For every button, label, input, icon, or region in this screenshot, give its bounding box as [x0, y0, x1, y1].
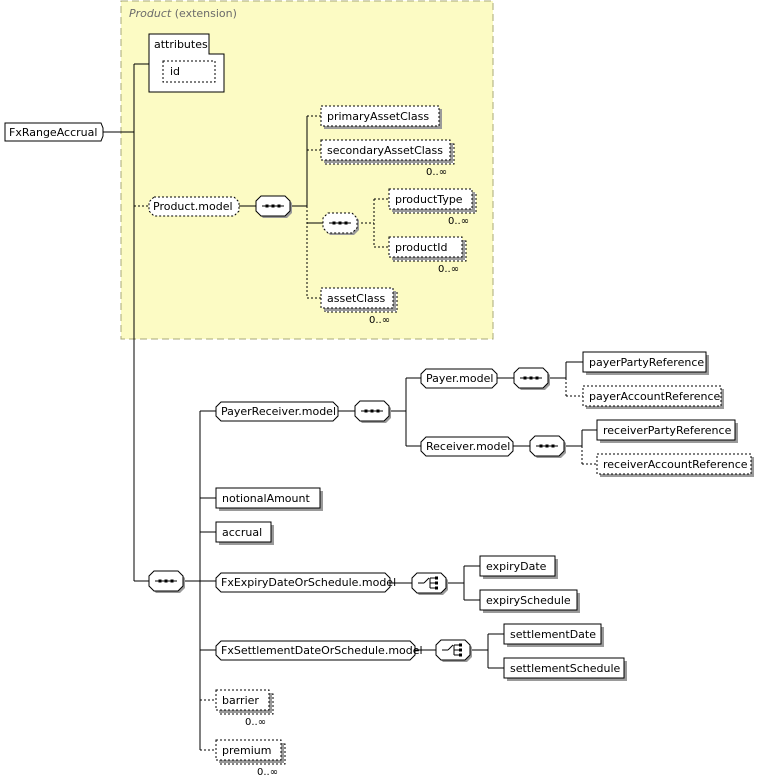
element-secondaryAssetClass[interactable]: secondaryAssetClass 0..∞: [320, 139, 455, 178]
element-accrual[interactable]: accrual: [215, 521, 274, 545]
root-label: FxRangeAccrual: [9, 126, 97, 139]
attribute-id-box: [162, 60, 216, 83]
sequence-receiver: [529, 435, 566, 458]
cardinality-secondaryAssetClass: 0..∞: [426, 167, 447, 178]
model-group-receiverModel[interactable]: Receiver.model: [420, 436, 514, 457]
element-label-settlementSchedule: settlementSchedule: [510, 662, 620, 675]
element-label-productId: productId: [395, 241, 448, 254]
model-group-payerModel[interactable]: Payer.model: [420, 368, 498, 389]
root-element[interactable]: FxRangeAccrual: [4, 122, 104, 142]
element-assetClass[interactable]: assetClass 0..∞: [320, 287, 398, 326]
model-label-fxExpiryModel: FxExpiryDateOrSchedule.model: [221, 576, 396, 589]
choice-expiry: [411, 572, 448, 595]
element-expiryDate[interactable]: expiryDate: [479, 555, 558, 579]
cardinality-assetClass: 0..∞: [369, 315, 390, 326]
element-label-receiverAccountReference: receiverAccountReference: [603, 458, 748, 471]
cardinality-premium: 0..∞: [257, 767, 278, 778]
model-group-payerReceiverModel[interactable]: PayerReceiver.model: [215, 401, 339, 422]
product-model-label: Product.model: [153, 200, 233, 213]
element-primaryAssetClass[interactable]: primaryAssetClass: [320, 105, 442, 129]
element-premium[interactable]: premium 0..∞: [215, 739, 286, 778]
element-label-accrual: accrual: [222, 526, 262, 539]
element-label-expiryDate: expiryDate: [486, 560, 547, 573]
element-receiverPartyReference[interactable]: receiverPartyReference: [596, 419, 738, 443]
sequence-payer-receiver: [354, 400, 391, 423]
element-label-payerPartyReference: payerPartyReference: [589, 356, 704, 369]
element-settlementSchedule[interactable]: settlementSchedule: [503, 657, 627, 681]
element-payerPartyReference[interactable]: payerPartyReference: [582, 351, 709, 375]
element-settlementDate[interactable]: settlementDate: [503, 623, 604, 647]
model-label-receiverModel: Receiver.model: [426, 440, 510, 453]
element-label-primaryAssetClass: primaryAssetClass: [327, 110, 429, 123]
model-label-payerModel: Payer.model: [426, 372, 493, 385]
element-label-barrier: barrier: [222, 694, 259, 707]
svg-text:Product (extension): Product (extension): [129, 7, 237, 20]
cardinality-productId: 0..∞: [438, 264, 459, 275]
extension-base-type: Product: [129, 7, 172, 20]
element-notionalAmount[interactable]: notionalAmount: [215, 487, 323, 511]
sequence-main: [148, 570, 185, 593]
element-receiverAccountReference[interactable]: receiverAccountReference: [596, 453, 754, 477]
model-group-fxSettlementModel[interactable]: FxSettlementDateOrSchedule.model: [215, 640, 423, 661]
element-label-premium: premium: [222, 744, 272, 757]
model-label-payerReceiverModel: PayerReceiver.model: [221, 405, 336, 418]
attributes-group: attributes id: [148, 33, 225, 93]
cardinality-productType: 0..∞: [448, 216, 469, 227]
sequence-payer: [513, 367, 550, 390]
element-productType[interactable]: productType 0..∞: [388, 188, 477, 227]
attributes-title: attributes: [154, 38, 208, 51]
element-label-assetClass: assetClass: [327, 292, 385, 305]
sequence-product-model: [255, 195, 292, 218]
model-label-fxSettlementModel: FxSettlementDateOrSchedule.model: [221, 644, 423, 657]
element-barrier[interactable]: barrier 0..∞: [215, 689, 274, 728]
element-label-notionalAmount: notionalAmount: [222, 492, 310, 505]
element-label-payerAccountReference: payerAccountReference: [589, 390, 721, 403]
element-expirySchedule[interactable]: expirySchedule: [479, 589, 580, 613]
element-productId[interactable]: productId 0..∞: [388, 236, 467, 275]
choice-settlement: [435, 639, 472, 662]
model-group-fxExpiryModel[interactable]: FxExpiryDateOrSchedule.model: [215, 572, 396, 593]
cardinality-barrier: 0..∞: [245, 717, 266, 728]
product-model-group[interactable]: Product.model: [148, 196, 240, 217]
element-label-secondaryAssetClass: secondaryAssetClass: [327, 144, 443, 157]
attribute-id: id: [170, 65, 180, 78]
element-payerAccountReference[interactable]: payerAccountReference: [582, 385, 724, 409]
extension-suffix: (extension): [171, 7, 237, 20]
element-label-expirySchedule: expirySchedule: [486, 594, 571, 607]
connector-lines: [103, 63, 597, 751]
element-label-receiverPartyReference: receiverPartyReference: [603, 424, 732, 437]
element-label-productType: productType: [395, 193, 463, 206]
element-label-settlementDate: settlementDate: [510, 628, 596, 641]
sequence-product-type-id: [322, 212, 359, 235]
